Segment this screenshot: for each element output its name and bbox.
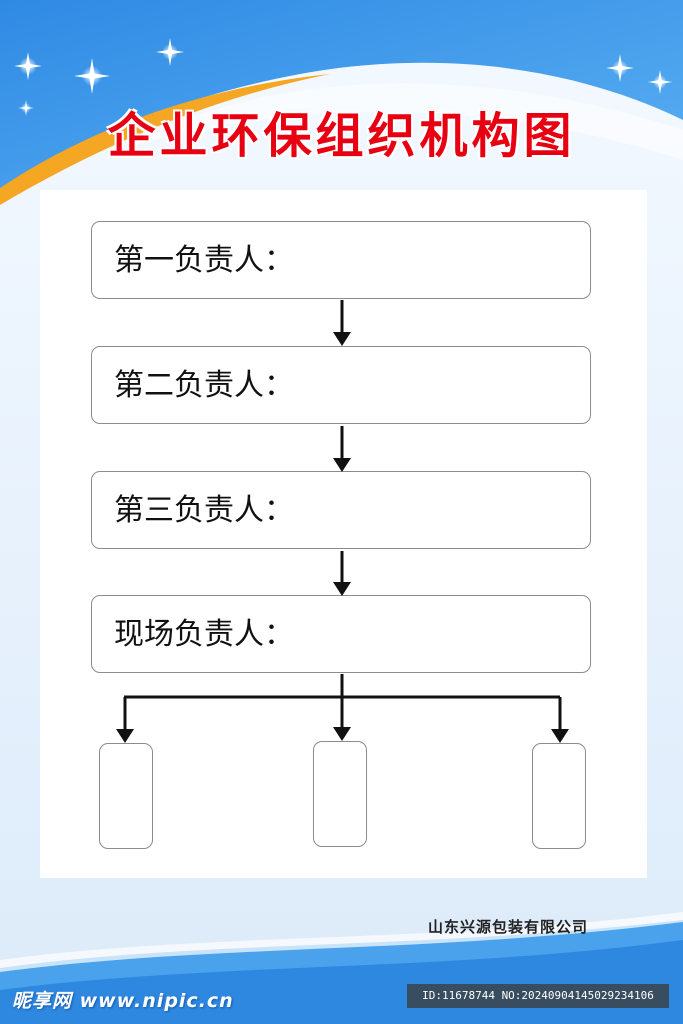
org-leaf-right: [532, 743, 586, 849]
company-name: 山东兴源包装有限公司: [427, 918, 588, 936]
org-node-third: 第三负责人：: [91, 471, 591, 549]
node-label: 第三负责人：: [114, 493, 294, 528]
org-leaf-left: [99, 743, 153, 849]
node-label: 第二负责人：: [114, 368, 294, 403]
node-label: 现场负责人：: [114, 617, 294, 652]
org-node-first: 第一负责人：: [91, 221, 591, 299]
watermark-logo: 昵享网 www.nipic.cn: [12, 990, 234, 1012]
page-title: 企业环保组织机构图: [107, 108, 576, 164]
org-node-second: 第二负责人：: [91, 346, 591, 424]
org-leaf-center: [313, 741, 367, 847]
node-label: 第一负责人：: [114, 243, 294, 278]
sparkle-icon: [14, 38, 672, 116]
watermark-id: ID:11678744 NO:20240904145029234106: [407, 984, 669, 1008]
org-node-site: 现场负责人：: [91, 595, 591, 673]
